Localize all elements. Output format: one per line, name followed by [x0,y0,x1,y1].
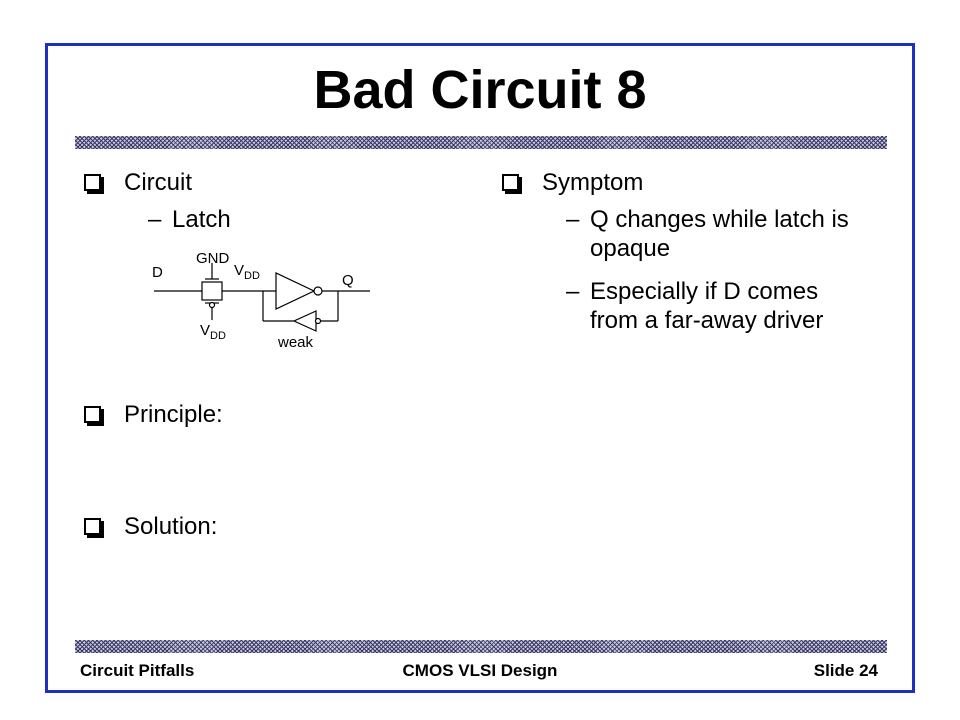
dash-icon: – [566,278,580,305]
forward-inverter [275,272,316,310]
symptom-item-line: Q changes while latch is [590,206,849,233]
forward-inverter-bubble [313,286,323,296]
checkbox-bullet-icon [502,174,519,191]
checkbox-bullet-icon [84,406,101,423]
checkbox-bullet-icon [84,518,101,535]
checkbox-bullet-icon [84,174,101,191]
sub-latch-text: Latch [172,206,231,233]
label-weak: weak [277,334,314,351]
symptom-item-line: Especially if D comes [590,278,819,305]
slide-frame [45,43,915,693]
footer-slide-number: Slide 24 [813,661,878,680]
title-divider [75,136,887,149]
label-vdd-bottom: VDD [200,322,226,342]
symptom-item-line: opaque [590,235,671,262]
transmission-gate [201,281,223,301]
bullet-circuit-text: Circuit [124,169,193,196]
slide-title: Bad Circuit 8 [313,60,647,120]
bullet-solution-text: Solution: [124,513,218,540]
bullet-principle-text: Principle: [124,401,223,428]
footer-divider [75,640,887,653]
weak-inverter-bubble [314,317,322,325]
footer-center: CMOS VLSI Design [402,661,558,680]
bullet-symptom-text: Symptom [542,169,644,196]
latch-schematic: D GND VDD Q VDD weak [152,250,370,351]
tg-bubble [208,301,216,309]
footer-left: Circuit Pitfalls [80,661,195,680]
label-gnd: GND [196,250,230,267]
dash-icon: – [566,206,580,233]
label-q: Q [342,272,354,289]
symptom-item-line: from a far-away driver [590,307,824,334]
label-vdd-top: VDD [234,262,260,282]
weak-inverter [292,310,317,332]
dash-icon: – [148,206,162,233]
label-d: D [152,264,163,281]
